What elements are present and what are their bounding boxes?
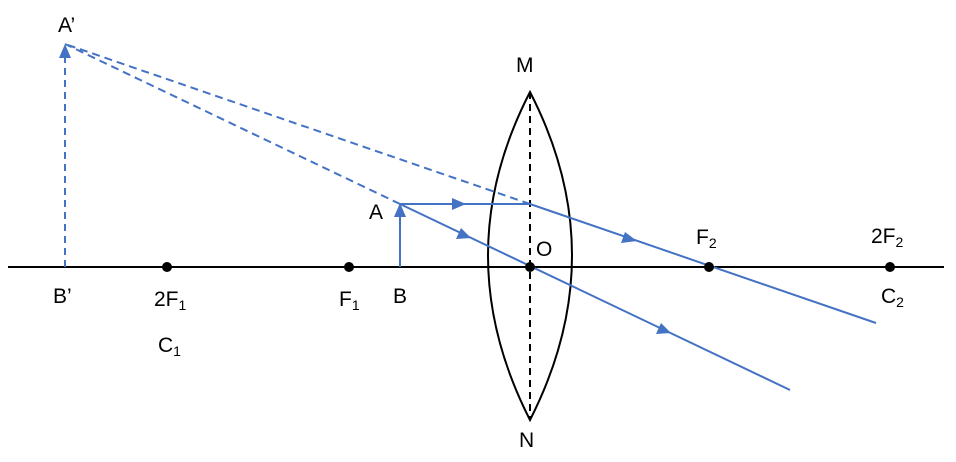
label-o: O xyxy=(536,238,552,261)
label-m: M xyxy=(516,54,534,77)
extension-centre-ray xyxy=(64,43,401,205)
label-c2: C2 xyxy=(881,285,904,310)
ray-refracted-through-f2 xyxy=(529,203,877,324)
point-f2 xyxy=(704,262,714,272)
label-a-prime: A’ xyxy=(58,14,75,37)
ray-refracted-arrowhead xyxy=(621,232,637,243)
label-2f1: 2F1 xyxy=(154,288,187,313)
label-f2: F2 xyxy=(696,226,717,251)
point-f1 xyxy=(344,262,354,272)
label-n: N xyxy=(519,429,534,452)
ray-parallel-arrowhead xyxy=(452,198,466,210)
label-b-prime: B’ xyxy=(53,285,72,308)
label-f1: F1 xyxy=(339,288,360,313)
point-2f2 xyxy=(885,262,895,272)
label-a: A xyxy=(369,201,383,224)
point-2f1 xyxy=(162,262,172,272)
image-arrowhead xyxy=(59,44,71,58)
label-c1: C1 xyxy=(158,334,181,359)
ray-centre-arrowhead-1 xyxy=(456,228,471,239)
ray-centre-arrowhead-2 xyxy=(656,323,671,334)
extension-parallel-ray xyxy=(64,43,531,205)
point-o xyxy=(525,262,535,272)
object-arrowhead xyxy=(394,203,406,217)
label-b: B xyxy=(393,285,407,308)
convex-lens xyxy=(487,89,573,423)
label-2f2: 2F2 xyxy=(871,225,904,250)
ray-through-centre xyxy=(399,203,791,391)
